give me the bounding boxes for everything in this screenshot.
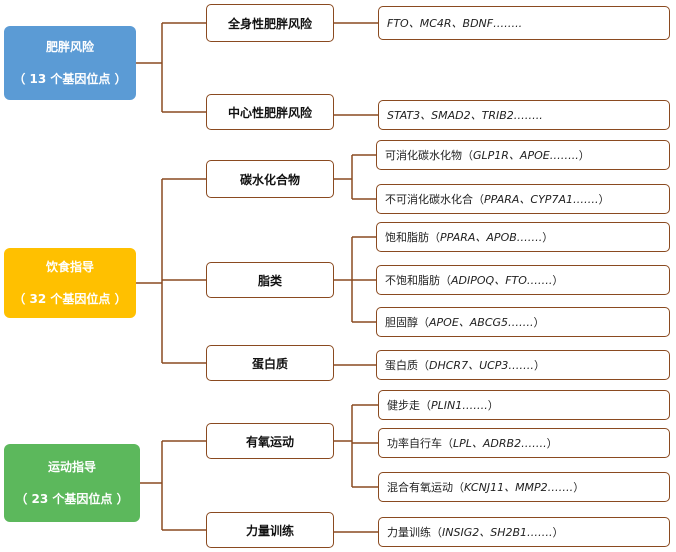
- leaf-digestible-carb: 可消化碳水化物（ GLP1R、APOE…….. ）: [376, 140, 670, 170]
- leaf-saturated-fat: 饱和脂肪（ PPARA、APOB……. ）: [376, 222, 670, 252]
- sub-carbohydrate: 碳水化合物: [206, 160, 334, 198]
- leaf-central-obesity-genes: STAT3、SMAD2、TRIB2……..: [378, 100, 670, 130]
- sub-aerobic: 有氧运动: [206, 423, 334, 459]
- category-title: 肥胖风险: [45, 40, 94, 54]
- sub-lipids: 脂类: [206, 262, 334, 298]
- category-title: 运动指导: [47, 460, 96, 474]
- leaf-strength-training: 力量训练（ INSIG2、SH2B1……. ）: [378, 517, 670, 547]
- category-diet-guidance: 饮食指导 （ 32 个基因位点 ）: [4, 248, 136, 318]
- leaf-general-obesity-genes: FTO、MC4R、BDNF……..: [378, 6, 670, 40]
- category-title: 饮食指导: [45, 260, 94, 274]
- category-count: （ 32 个基因位点 ）: [13, 292, 127, 306]
- leaf-mixed-aerobic: 混合有氧运动（ KCNJ11、MMP2……. ）: [378, 472, 670, 502]
- sub-central-obesity: 中心性肥胖风险: [206, 94, 334, 130]
- leaf-power-cycling: 功率自行车（ LPL、ADRB2……. ）: [378, 428, 670, 458]
- leaf-indigestible-carb: 不可消化碳水化合（ PPARA、CYP7A1……. ）: [376, 184, 670, 214]
- leaf-cholesterol: 胆固醇（ APOE、ABCG5……. ）: [376, 307, 670, 337]
- category-count: （ 23 个基因位点 ）: [15, 492, 129, 506]
- category-count: （ 13 个基因位点 ）: [13, 72, 127, 86]
- leaf-brisk-walking: 健步走（ PLIN1……. ）: [378, 390, 670, 420]
- sub-strength: 力量训练: [206, 512, 334, 548]
- category-exercise-guidance: 运动指导 （ 23 个基因位点 ）: [4, 444, 140, 522]
- sub-general-obesity: 全身性肥胖风险: [206, 4, 334, 42]
- leaf-unsaturated-fat: 不饱和脂肪（ ADIPOQ、FTO……. ）: [376, 265, 670, 295]
- leaf-protein: 蛋白质（ DHCR7、UCP3……. ）: [376, 350, 670, 380]
- sub-protein: 蛋白质: [206, 345, 334, 381]
- category-obesity-risk: 肥胖风险 （ 13 个基因位点 ）: [4, 26, 136, 100]
